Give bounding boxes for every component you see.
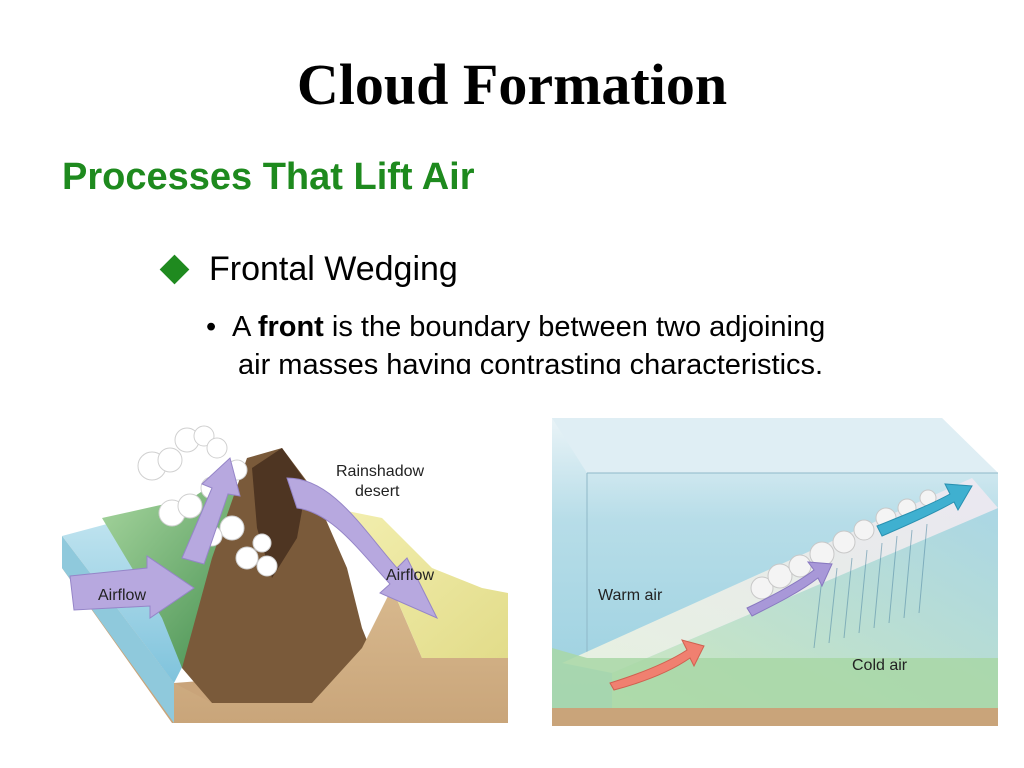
orographic-lifting-diagram: Rainshadow desert Airflow Airflow (62, 425, 508, 723)
airflow-arrow-up (181, 457, 241, 565)
label-airflow-left: Airflow (98, 587, 146, 604)
bullet-line1-rest: is the boundary between two adjoining (331, 311, 826, 343)
label-airflow-right: Airflow (386, 567, 434, 584)
label-cold-air: Cold air (852, 657, 908, 674)
airflow-arrow-right (286, 477, 439, 620)
diamond-bullet-icon (159, 254, 190, 284)
frontal-wedging-diagram: Warm air Cold air (552, 418, 998, 726)
bullet-level2: • A front is the boundary between two adj… (206, 308, 966, 374)
bullet-dot-icon: • (206, 311, 217, 343)
mountain (182, 448, 382, 703)
bullet-prefix: A (232, 311, 250, 343)
warm-air-arrow-high (876, 483, 973, 537)
soil-cross-section (174, 588, 508, 723)
rain-streaks (813, 523, 928, 649)
frontal-clouds (750, 489, 937, 600)
warm-air-arrow-low (609, 639, 705, 691)
slide-title: Cloud Formation (296, 52, 728, 117)
slide-subtitle: Processes That Lift Air (62, 156, 475, 198)
bullet-level1: Frontal Wedging (159, 250, 458, 288)
ground-block-side (552, 708, 998, 726)
airflow-arrow-left (69, 555, 195, 619)
bullet-line2: air masses having contrasting characteri… (238, 349, 824, 374)
bullet-term: front (257, 311, 324, 343)
warm-air-arrow-mid (746, 561, 833, 617)
label-rainshadow: Rainshadow (336, 463, 425, 480)
label-warm-air: Warm air (598, 587, 663, 604)
label-desert: desert (355, 483, 400, 500)
bullet-level1-text: Frontal Wedging (209, 250, 458, 288)
box-top-face (552, 418, 998, 473)
